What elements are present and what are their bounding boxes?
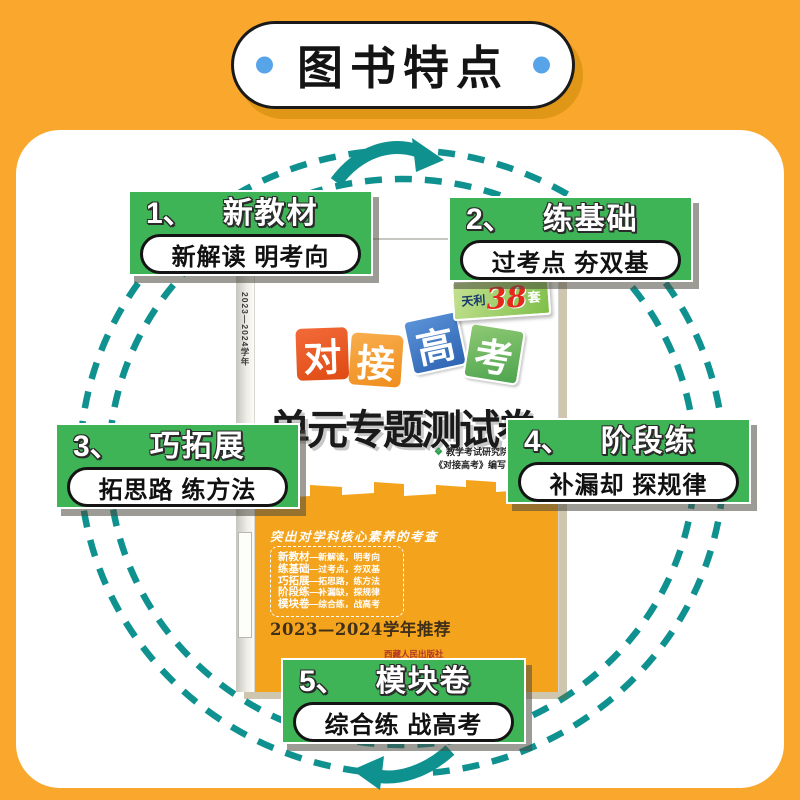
feature-title: 2、 练基础 bbox=[466, 203, 639, 236]
banner-dot-right-icon bbox=[533, 56, 550, 74]
recommend-year-text: 2023—2024学年推荐 bbox=[270, 620, 451, 639]
cover-point-row: 新教材 —新解读，明考向 bbox=[278, 551, 380, 563]
badge-brand-text: 天利 bbox=[460, 292, 486, 309]
cover-point-row: 练基础 —过考点，夯双基 bbox=[278, 562, 380, 575]
feature-pill: 过考点 夯双基 bbox=[460, 240, 681, 280]
spine-year-text: 2023—2024学年 bbox=[240, 292, 250, 367]
feature-title: 3、 巧拓展 bbox=[73, 430, 246, 463]
cycle-arrow-top-icon bbox=[330, 138, 444, 187]
badge-unit-text: 套 bbox=[527, 288, 542, 305]
logo-tile-green: 考 bbox=[462, 321, 527, 386]
section-banner: 图书特点 bbox=[231, 21, 575, 109]
feature-label-3: 3、 巧拓展 拓思路 练方法 bbox=[55, 423, 300, 509]
author-line-1: ❖教学考试研究院 bbox=[434, 447, 509, 458]
cover-point-row: 模块卷 —综合练，战高考 bbox=[278, 598, 380, 611]
cover-point-row: 巧拓展 —拓思路，练方法 bbox=[278, 574, 380, 587]
publisher-text: 西藏人民出版社 bbox=[384, 649, 444, 659]
feature-label-2: 2、 练基础 过考点 夯双基 bbox=[448, 196, 693, 282]
spine-label-box bbox=[238, 532, 252, 638]
cover-points-box: 新教材 —新解读，明考向 练基础 —过考点，夯双基 巧拓展 —拓思路，练方法 阶… bbox=[270, 546, 404, 617]
feature-title: 4、 阶段练 bbox=[524, 425, 697, 458]
clover-icon: ❖ bbox=[434, 447, 443, 458]
series-logo-tiles: 对 接 高 考 bbox=[295, 309, 527, 388]
banner-dot-left-icon bbox=[256, 56, 273, 74]
feature-pill: 拓思路 练方法 bbox=[67, 467, 288, 507]
feature-pill: 新解读 明考向 bbox=[140, 234, 361, 274]
feature-title: 5、 模块卷 bbox=[299, 665, 472, 698]
cycle-arrow-bottom-icon bbox=[352, 745, 455, 790]
book-authors: ❖教学考试研究院 《对接高考》编写 bbox=[434, 446, 509, 472]
feature-label-5: 5、 模块卷 综合练 战高考 bbox=[281, 658, 526, 744]
cover-lower-orange: 突出对学科核心素养的考查 新教材 —新解读，明考向 练基础 —过考点，夯双基 巧… bbox=[252, 480, 558, 692]
banner-title: 图书特点 bbox=[297, 42, 509, 94]
book-title: 单元专题测试卷 bbox=[269, 407, 538, 453]
feature-pill: 综合练 战高考 bbox=[293, 702, 514, 742]
cover-point-row: 阶段练 —补漏缺，探规律 bbox=[278, 586, 380, 599]
feature-label-4: 4、 阶段练 补漏却 探规律 bbox=[506, 418, 751, 504]
logo-tile-orange: 接 bbox=[348, 332, 404, 388]
logo-tile-red: 对 bbox=[295, 327, 350, 381]
feature-pill: 补漏却 探规律 bbox=[518, 462, 739, 502]
badge-number-text: 38 bbox=[485, 278, 528, 316]
feature-title: 1、 新教材 bbox=[146, 197, 319, 230]
cover-slogan: 突出对学科核心素养的考查 bbox=[270, 529, 439, 544]
author-line-2: 《对接高考》编写 bbox=[434, 460, 507, 470]
feature-label-1: 1、 新教材 新解读 明考向 bbox=[128, 190, 373, 276]
